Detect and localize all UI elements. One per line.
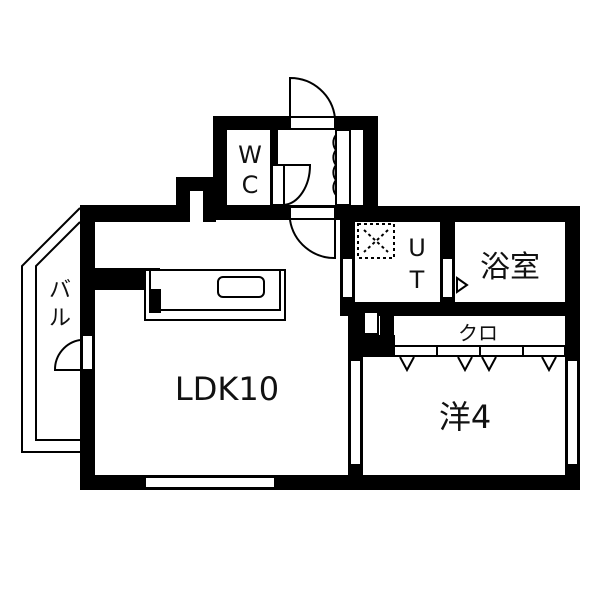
wc-label-c: C	[242, 171, 259, 199]
entrance-door-gap	[289, 116, 336, 130]
balcony-label-2: ル	[49, 306, 71, 331]
entrance-lower-gap	[289, 206, 336, 220]
ut-label-t: T	[409, 266, 425, 294]
closet-doors	[393, 276, 566, 373]
ldk-label: LDK10	[175, 370, 279, 408]
balcony-label-1: バ	[49, 278, 71, 303]
openings	[81, 116, 579, 489]
closet-label: クロ	[458, 321, 498, 345]
bottom-window	[144, 476, 276, 489]
bath-label: 浴室	[480, 250, 540, 285]
western-room-label: 洋4	[439, 398, 491, 436]
kitchen-counter	[144, 269, 286, 321]
ut-label-u: U	[408, 234, 426, 262]
balcony	[21, 207, 81, 453]
washer-space	[357, 223, 395, 259]
wc-label-w: W	[238, 141, 262, 169]
door-swings	[53, 76, 337, 371]
